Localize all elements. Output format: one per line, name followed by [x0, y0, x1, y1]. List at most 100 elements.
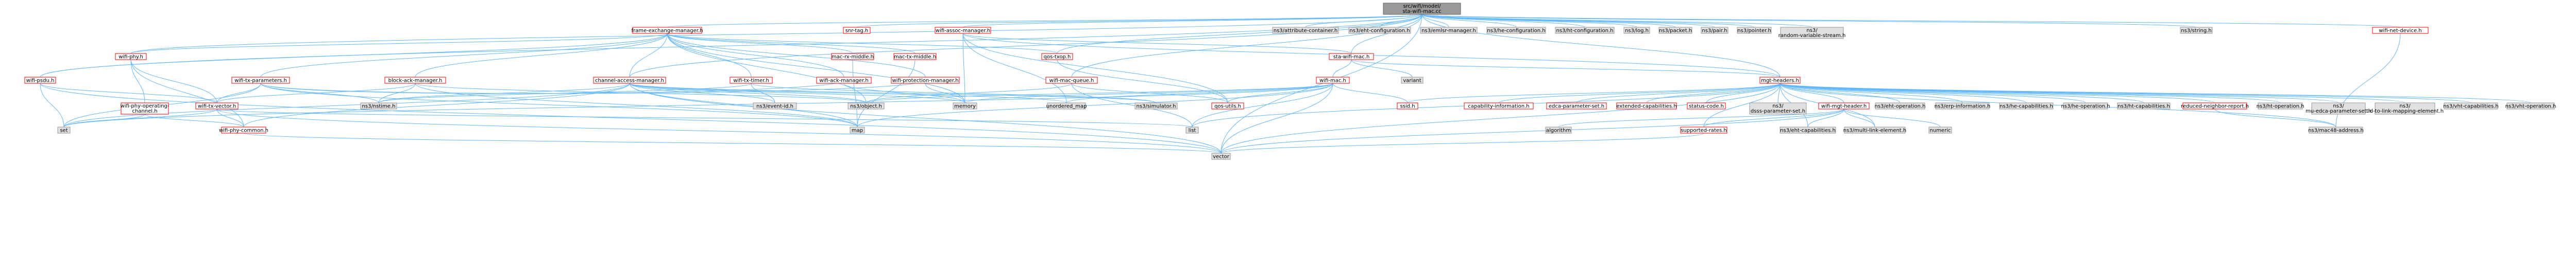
dependency-edge	[415, 83, 867, 103]
graph-node-qos[interactable]: qos-txop.h	[1041, 53, 1073, 60]
node-label: wifi-phy-common.h	[219, 128, 268, 134]
dependency-edge	[130, 59, 244, 128]
graph-node-wtxt[interactable]: wifi-tx-timer.h	[730, 77, 773, 84]
dependency-edge	[63, 114, 145, 128]
node-label: list	[1189, 128, 1196, 134]
node-label: ns3/packet.h	[1659, 28, 1692, 34]
graph-node-wphy[interactable]: wifi-phy.h	[115, 53, 147, 60]
graph-node-nserp: ns3/erp-information.h	[1935, 102, 1990, 110]
node-box	[831, 53, 874, 60]
graph-node-wtxv[interactable]: wifi-tx-vector.h	[195, 102, 239, 110]
node-label: memory	[954, 104, 976, 110]
node-box	[1546, 102, 1607, 110]
node-box	[1928, 127, 1952, 134]
graph-node-fem[interactable]: frame-exchange-manager.h	[632, 27, 703, 34]
node-label: ns3/vht-capabilities.h	[2443, 104, 2498, 110]
node-box	[1045, 77, 1098, 84]
node-label: vector	[1213, 154, 1230, 160]
dependency-edge	[243, 83, 630, 128]
node-box	[848, 102, 885, 110]
node-box	[384, 77, 446, 84]
node-label: snr-tag.h	[845, 28, 869, 34]
graph-node-mrxmid[interactable]: mac-rx-middle.h	[831, 53, 874, 60]
dependency-edge	[1066, 83, 1333, 103]
dependency-edge	[629, 83, 1157, 103]
dependency-edge	[1221, 133, 1704, 154]
dependency-edge	[243, 133, 1222, 154]
dependency-edge	[964, 83, 1333, 103]
graph-node-wtxp[interactable]: wifi-tx-parameters.h	[231, 77, 290, 84]
graph-node-wpm[interactable]: wifi-protection-manager.h	[891, 77, 960, 84]
node-label: ns3/eht-operation.h	[1874, 104, 1925, 110]
graph-node-root[interactable]: src/wifi/model/sta-wifi-mac.cc	[1383, 3, 1461, 15]
node-box	[1844, 127, 1906, 134]
dependency-edge	[216, 83, 261, 103]
graph-node-nseht: ns3/eht-capabilities.h	[1780, 127, 1836, 134]
graph-node-wpoc[interactable]: wifi-phy-operating-channel.h	[121, 102, 170, 115]
graph-node-sta[interactable]: sta-wifi-mac.h	[1329, 53, 1374, 60]
graph-node-cam[interactable]: channel-access-manager.h	[593, 77, 666, 84]
node-label: variant	[1403, 78, 1421, 84]
node-label: unordered_map	[1046, 104, 1087, 110]
graph-node-mtxmid[interactable]: mac-tx-middle.h	[893, 53, 937, 60]
graph-node-nsvhto: ns3/vht-operation.h	[2505, 102, 2556, 110]
graph-node-wack[interactable]: wifi-ack-manager.h	[816, 77, 872, 84]
graph-node-bam[interactable]: block-ack-manager.h	[384, 77, 446, 84]
dependency-edge	[629, 83, 1222, 154]
graph-node-stat[interactable]: status-code.h	[1687, 102, 1726, 110]
graph-node-wam[interactable]: wifi-assoc-manager.h	[935, 27, 991, 34]
dependency-edge	[40, 33, 668, 78]
graph-node-rnr[interactable]: reduced-neighbor-report.h	[2181, 102, 2249, 110]
node-box	[1185, 127, 1199, 134]
dependency-edge	[629, 83, 867, 103]
graph-node-capi[interactable]: capability-information.h	[1464, 102, 1534, 110]
node-label: ns3/he-operation.h	[2061, 104, 2110, 110]
dependency-edge	[1071, 83, 1193, 128]
graph-node-wmac[interactable]: wifi-mac.h	[1316, 77, 1350, 84]
node-box	[632, 27, 702, 34]
dependency-edge	[1221, 83, 1781, 154]
node-label: block-ack-manager.h	[388, 78, 443, 84]
graph-node-supp[interactable]: supported-rates.h	[1680, 127, 1727, 134]
dependency-edge	[843, 83, 965, 103]
graph-node-rvs: ns3/random-variable-stream.h	[1778, 27, 1845, 39]
dependency-edge	[1576, 83, 1781, 103]
graph-node-wpsdu[interactable]: wifi-psdu.h	[24, 77, 56, 84]
graph-node-edca[interactable]: edca-parameter-set.h	[1546, 102, 1607, 110]
dependency-edge	[1057, 59, 1228, 103]
graph-node-qosu[interactable]: qos-utils.h	[1211, 102, 1244, 110]
graph-node-nsehto: ns3/eht-operation.h	[1874, 102, 1926, 110]
graph-node-snr[interactable]: snr-tag.h	[843, 27, 871, 34]
graph-node-wmgt[interactable]: wifi-mgt-header.h	[1818, 102, 1870, 110]
node-box	[891, 77, 960, 84]
dependency-edge	[216, 109, 1193, 128]
dependency-edge	[1421, 14, 1517, 28]
dependency-edge	[130, 59, 145, 103]
graph-node-wnd[interactable]: wifi-net-device.h	[2372, 27, 2429, 34]
node-label: reduced-neighbor-report.h	[2181, 104, 2249, 110]
node-box	[1420, 27, 1478, 34]
graph-node-numeric: numeric	[1928, 127, 1952, 134]
dependency-edge	[629, 83, 1067, 103]
node-box	[753, 102, 797, 110]
node-label: capability-information.h	[1468, 104, 1529, 110]
graph-node-wpc[interactable]: wifi-phy-common.h	[219, 127, 268, 134]
graph-node-extc[interactable]: extended-capabilities.h	[1616, 102, 1677, 110]
graph-node-mgt[interactable]: mgt-headers.h	[1759, 77, 1801, 84]
node-label: wifi-tx-vector.h	[198, 104, 236, 110]
graph-node-ssid[interactable]: ssid.h	[1397, 102, 1418, 110]
dependency-edge	[1807, 109, 1844, 128]
dependency-edge	[962, 33, 1352, 54]
node-label: ns3/simulator.h	[1136, 104, 1176, 110]
dependency-edge	[1421, 14, 1449, 28]
node-box	[1701, 27, 1728, 34]
dependency-edge	[1780, 83, 1901, 103]
dependency-edge	[751, 83, 1157, 103]
dependency-edge	[1646, 83, 1781, 103]
graph-node-ehtc: ns3/eht-configuration.h	[1348, 27, 1411, 34]
graph-node-wmq[interactable]: wifi-mac-queue.h	[1045, 77, 1098, 84]
node-box	[816, 77, 872, 84]
node-label: sta-wifi-mac.h	[1333, 55, 1370, 60]
node-label: channel.h	[132, 109, 157, 114]
graph-node-log: ns3/log.h	[1623, 27, 1650, 34]
